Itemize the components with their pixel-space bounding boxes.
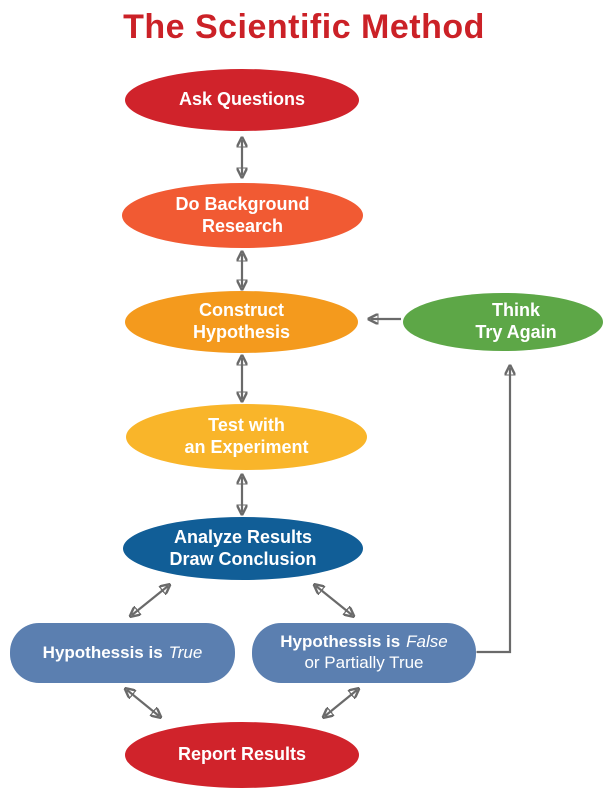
node-label: Test with an Experiment [184, 415, 309, 457]
node-think-try-again: Think Try Again [403, 293, 603, 351]
node-label: Do Background Research [175, 193, 310, 236]
node-label: Construct Hypothesis [192, 300, 291, 342]
node-test-experiment: Test with an Experiment [126, 404, 367, 470]
node-label: Analyze Results Draw Conclusion [169, 526, 317, 569]
page-title: The Scientific Method [123, 8, 485, 46]
arrow-analyze-false [316, 586, 352, 615]
arrow-true-report [127, 690, 159, 716]
node-analyze-results: Analyze Results Draw Conclusion [123, 517, 363, 580]
node-label: Report Results [177, 744, 307, 765]
node-label: Ask Questions [178, 89, 306, 110]
node-report-results: Report Results [125, 722, 359, 788]
node-label: Think Try Again [475, 300, 557, 342]
node-background-research: Do Background Research [122, 183, 363, 248]
arrow-false-to-tryagain [476, 368, 511, 654]
node-construct-hypothesis: Construct Hypothesis [125, 291, 358, 353]
arrow-false-report [325, 690, 357, 716]
arrow-analyze-true [132, 586, 168, 615]
node-ask-questions: Ask Questions [125, 69, 359, 131]
